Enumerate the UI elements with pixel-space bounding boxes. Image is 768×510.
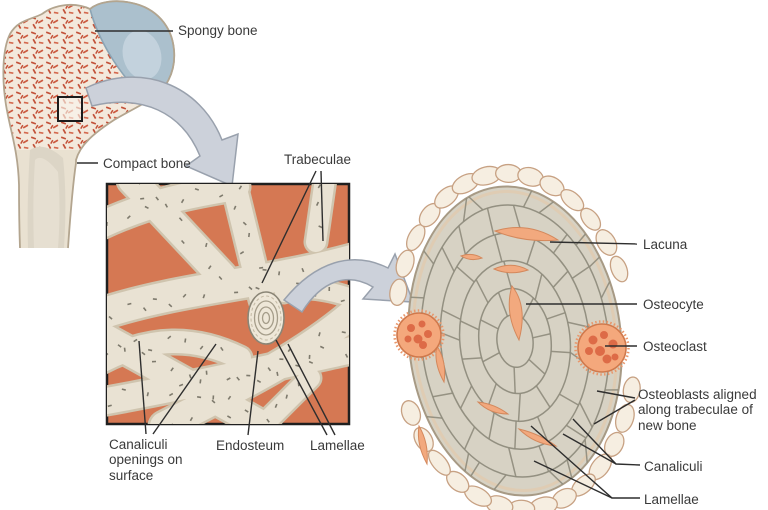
label-lacuna: Lacuna [643,237,688,252]
leader-lamellae-2 [533,460,613,499]
cartilage-highlight [122,30,162,80]
marrow-highlight [33,157,60,248]
leader-endosteum [247,350,259,436]
label-endosteum: Endosteum [216,438,285,453]
lacuna-shape [459,253,484,261]
leader-canaliculi-2 [562,433,617,465]
osteoclast-left [393,309,445,361]
inset-source-box [57,96,83,122]
label-osteoblasts: Osteoblasts aligned along trabeculae of … [638,387,757,433]
leader-osteoblasts-2 [593,399,636,425]
leader-lamellae-inset-1 [275,339,328,436]
lacunae-slits [417,227,560,466]
leader-osteoblasts-1 [596,390,636,399]
label-lamellae: Lamellae [644,492,699,507]
leader-trabeculae-2 [320,170,324,242]
label-canaliculi: Canaliculi [644,459,703,474]
osteon-cross-section [247,291,285,345]
leader-lines [77,30,641,499]
label-compact-bone: Compact bone [103,156,191,171]
leader-lamellae-inset-2 [287,343,336,436]
zoom-arrow-inset-to-section-icon [282,252,415,314]
lacuna-shape [476,401,510,415]
osteoclast-right [574,320,630,376]
label-canaliculi-openings: Canaliculi openings on surface [109,437,183,483]
label-lamellae-inset: Lamellae [310,438,365,453]
lacuna-shape [417,424,428,466]
label-osteoclast: Osteoclast [643,339,707,354]
leader-canaliculi-openings-2 [152,343,217,435]
lacuna-shape [517,428,558,447]
label-trabeculae: Trabeculae [284,152,352,167]
osteocyte-shape [508,284,523,342]
lacuna-shape [435,344,446,384]
leader-lacuna [549,241,638,245]
zoom-arrow-femur-to-inset-icon [85,76,239,188]
trabeculae-inset-box [105,182,351,426]
lacuna-shape [493,227,560,242]
label-osteocyte: Osteocyte [643,297,704,312]
label-spongy-bone: Spongy bone [178,23,258,38]
lacuna-shape [492,264,530,274]
leader-canaliculi-openings-1 [138,340,147,435]
leader-trabeculae-1 [261,170,317,284]
osteoblast-ring [389,163,641,510]
